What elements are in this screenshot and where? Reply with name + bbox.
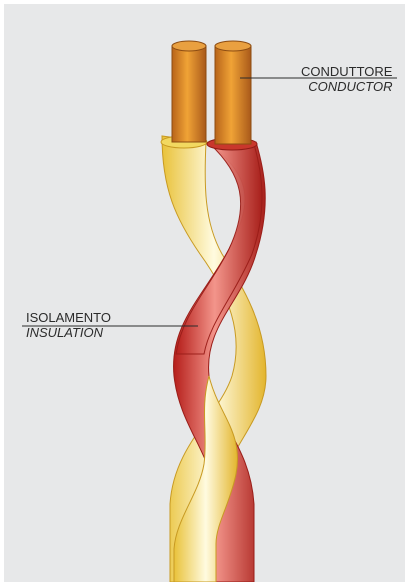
left-conductor-end xyxy=(172,41,206,51)
insulation-label-italian: ISOLAMENTO xyxy=(26,310,111,325)
left-copper-conductor xyxy=(172,46,206,142)
conductor-label-english: CONDUCTOR xyxy=(301,79,392,94)
diagram-panel: CONDUTTORE CONDUCTOR ISOLAMENTO INSULATI… xyxy=(4,4,405,582)
conductor-label-italian: CONDUTTORE xyxy=(301,64,392,79)
insulation-label: ISOLAMENTO INSULATION xyxy=(26,310,111,340)
insulation-label-english: INSULATION xyxy=(26,325,111,340)
right-conductor-end xyxy=(215,41,251,51)
right-copper-conductor xyxy=(215,46,251,144)
conductor-label: CONDUTTORE CONDUCTOR xyxy=(301,64,392,94)
